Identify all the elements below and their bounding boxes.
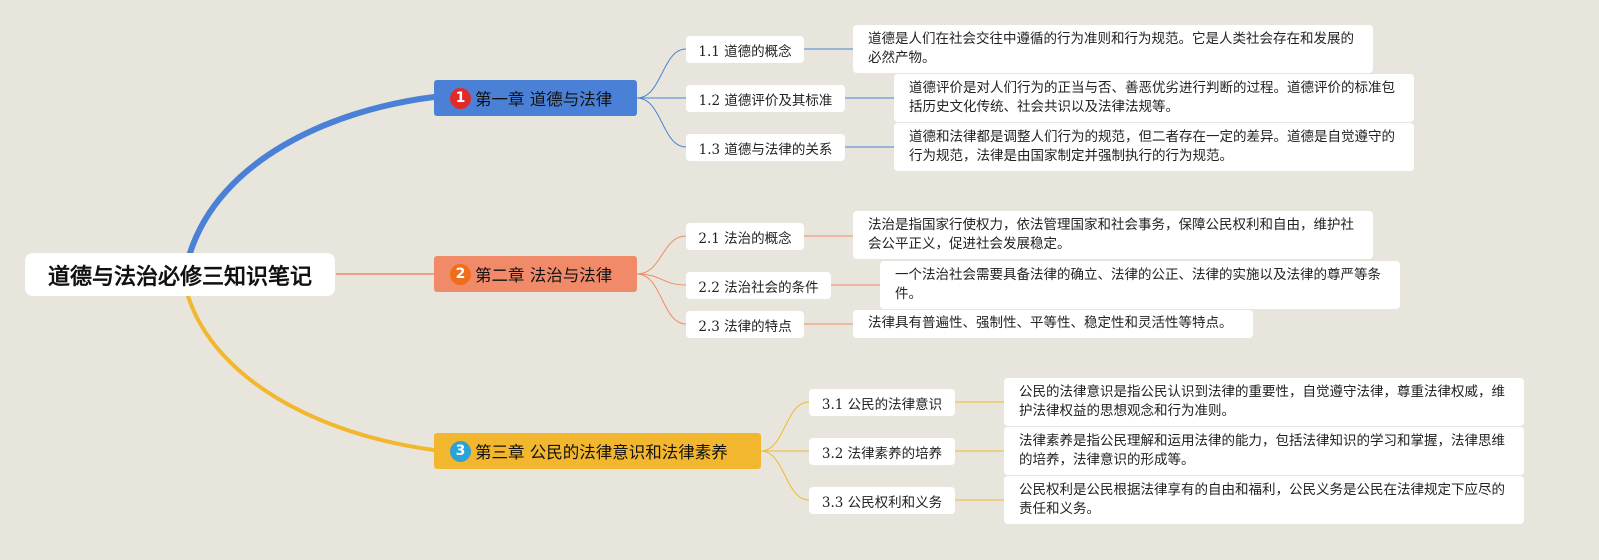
note-text: 公民的法律意识是指公民认识到法律的重要性，自觉遵守法律，尊重法律权威，维护法律权…	[1019, 383, 1505, 420]
note-3-3[interactable]: 公民权利是公民根据法律享有的自由和福利，公民义务是公民在法律规定下应尽的责任和义…	[1004, 476, 1524, 524]
section-3-2[interactable]: 3.2 法律素养的培养	[809, 438, 955, 465]
note-2-1[interactable]: 法治是指国家行使权力，依法管理国家和社会事务，保障公民权利和自由，维护社会公平正…	[853, 211, 1373, 259]
root-topic[interactable]: 道德与法治必修三知识笔记	[25, 253, 335, 296]
chapter-3-title: 第三章 公民的法律意识和法律素养	[475, 443, 728, 462]
note-text: 法治是指国家行使权力，依法管理国家和社会事务，保障公民权利和自由，维护社会公平正…	[868, 216, 1354, 253]
section-1-3[interactable]: 1.3 道德与法律的关系	[686, 134, 845, 161]
section-label: 3.1 公民的法律意识	[821, 396, 943, 413]
note-3-2[interactable]: 法律素养是指公民理解和运用法律的能力，包括法律知识的学习和掌握，法律思维的培养，…	[1004, 427, 1524, 475]
section-2-2[interactable]: 2.2 法治社会的条件	[686, 272, 831, 299]
chapter-2-number-badge: 2	[450, 263, 471, 285]
section-2-1[interactable]: 2.1 法治的概念	[686, 223, 804, 250]
note-text: 法律素养是指公民理解和运用法律的能力，包括法律知识的学习和掌握，法律思维的培养，…	[1019, 432, 1505, 469]
chapter-1-title: 第一章 道德与法律	[475, 90, 613, 109]
section-label: 1.1 道德的概念	[698, 43, 792, 60]
section-label: 2.2 法治社会的条件	[698, 279, 819, 296]
note-text: 道德是人们在社会交往中遵循的行为准则和行为规范。它是人类社会存在和发展的必然产物…	[868, 30, 1354, 67]
section-1-1[interactable]: 1.1 道德的概念	[686, 36, 804, 63]
section-label: 2.3 法律的特点	[698, 318, 792, 335]
chapter-2-title: 第二章 法治与法律	[475, 266, 613, 285]
chapter-3-number-badge: 3	[450, 440, 471, 462]
note-1-1[interactable]: 道德是人们在社会交往中遵循的行为准则和行为规范。它是人类社会存在和发展的必然产物…	[853, 25, 1373, 73]
section-2-3[interactable]: 2.3 法律的特点	[686, 311, 804, 338]
note-text: 一个法治社会需要具备法律的确立、法律的公正、法律的实施以及法律的尊严等条件。	[895, 266, 1381, 303]
note-2-3[interactable]: 法律具有普遍性、强制性、平等性、稳定性和灵活性等特点。	[853, 310, 1253, 338]
chapter-3-topic[interactable]: 3 第三章 公民的法律意识和法律素养	[434, 433, 761, 469]
section-label: 3.2 法律素养的培养	[821, 445, 943, 462]
section-label: 2.1 法治的概念	[698, 230, 792, 247]
note-text: 公民权利是公民根据法律享有的自由和福利，公民义务是公民在法律规定下应尽的责任和义…	[1019, 481, 1505, 518]
root-to-chapter1-curve	[187, 94, 437, 256]
section-label: 1.2 道德评价及其标准	[698, 92, 833, 109]
section-label: 3.3 公民权利和义务	[821, 494, 943, 511]
note-1-3[interactable]: 道德和法律都是调整人们行为的规范，但二者存在一定的差异。道德是自觉遵守的行为规范…	[894, 123, 1414, 171]
chapter-1-number-badge: 1	[450, 87, 471, 109]
note-text: 道德评价是对人们行为的正当与否、善恶优劣进行判断的过程。道德评价的标准包括历史文…	[909, 79, 1395, 116]
root-to-chapter3-curve	[186, 294, 436, 452]
note-1-2[interactable]: 道德评价是对人们行为的正当与否、善恶优劣进行判断的过程。道德评价的标准包括历史文…	[894, 74, 1414, 122]
section-3-1[interactable]: 3.1 公民的法律意识	[809, 389, 955, 416]
note-2-2[interactable]: 一个法治社会需要具备法律的确立、法律的公正、法律的实施以及法律的尊严等条件。	[880, 261, 1400, 309]
section-label: 1.3 道德与法律的关系	[698, 141, 833, 158]
section-3-3[interactable]: 3.3 公民权利和义务	[809, 487, 955, 514]
chapter-2-topic[interactable]: 2 第二章 法治与法律	[434, 256, 637, 292]
note-text: 法律具有普遍性、强制性、平等性、稳定性和灵活性等特点。	[868, 315, 1233, 332]
chapter-1-topic[interactable]: 1 第一章 道德与法律	[434, 80, 637, 116]
section-1-2[interactable]: 1.2 道德评价及其标准	[686, 85, 845, 112]
note-text: 道德和法律都是调整人们行为的规范，但二者存在一定的差异。道德是自觉遵守的行为规范…	[909, 128, 1395, 165]
note-3-1[interactable]: 公民的法律意识是指公民认识到法律的重要性，自觉遵守法律，尊重法律权威，维护法律权…	[1004, 378, 1524, 426]
